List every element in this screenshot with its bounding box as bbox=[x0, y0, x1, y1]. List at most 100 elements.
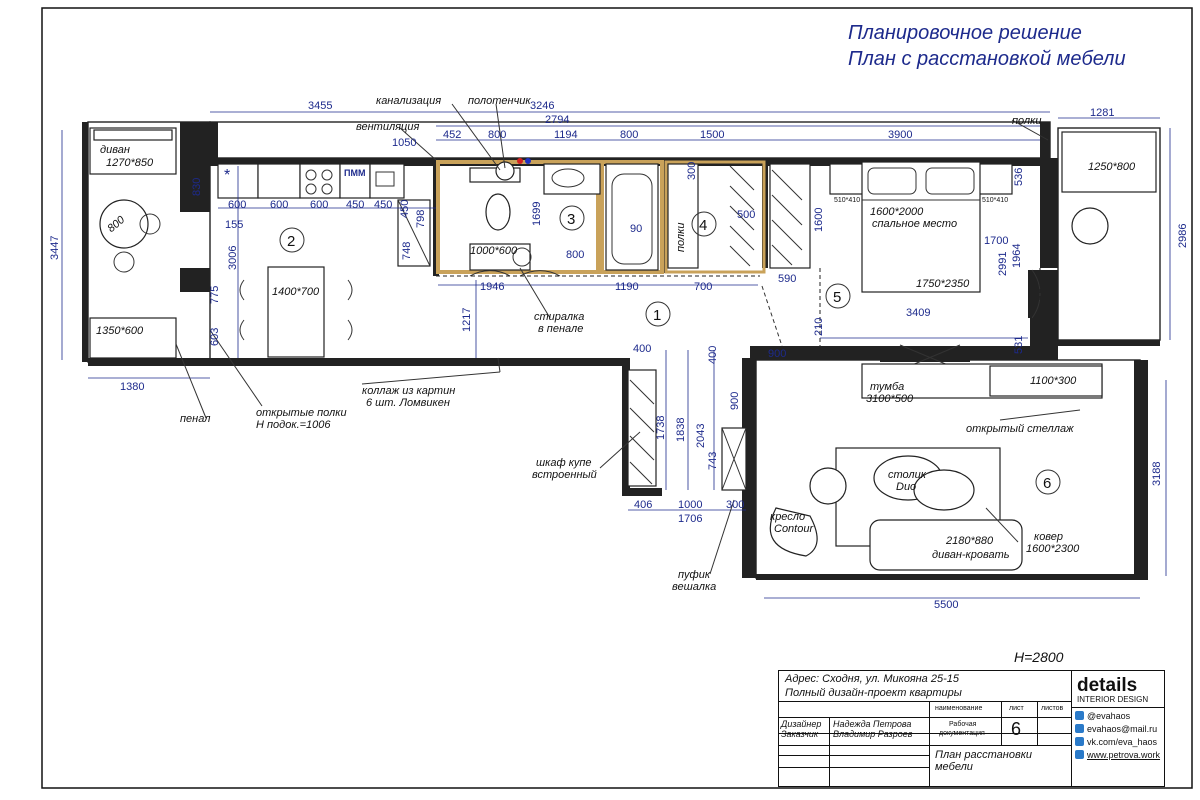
room-1: 1 bbox=[653, 307, 661, 324]
cooktop bbox=[299, 163, 341, 199]
dishwasher bbox=[339, 163, 371, 199]
dim-3006: 3006 bbox=[227, 246, 239, 270]
callout-open-shelves-1: открытые полки bbox=[256, 407, 347, 419]
stamp-sheet-title-2: мебели bbox=[935, 761, 973, 773]
dim-k450a: 450 bbox=[346, 199, 364, 211]
dashed-lines bbox=[209, 212, 1041, 346]
callout-kollazh-2: 6 шт. Ломвикен bbox=[366, 397, 450, 409]
dim-300b: 300 bbox=[726, 499, 744, 511]
room-4: 4 bbox=[699, 217, 707, 234]
dim-1194: 1194 bbox=[554, 129, 578, 141]
stamp-customer-role: Заказчик bbox=[781, 729, 819, 739]
callout-rack-size: 1100*300 bbox=[1030, 375, 1077, 387]
callout-stiralka-2: в пенале bbox=[538, 323, 583, 335]
dimension-lines bbox=[61, 103, 1171, 599]
dim-800a: 800 bbox=[488, 129, 506, 141]
label-k748: 748 bbox=[401, 242, 413, 260]
dim-900b: 900 bbox=[729, 392, 741, 410]
sofa-bed bbox=[869, 519, 1023, 571]
dim-800c: 800 bbox=[566, 249, 584, 261]
height-note: H=2800 bbox=[1014, 649, 1064, 665]
dim-300: 300 bbox=[686, 162, 698, 180]
desk-chair bbox=[1071, 207, 1109, 245]
label-closet-shelves: полки bbox=[675, 223, 687, 252]
callout-kovr-2: 1600*2300 bbox=[1026, 543, 1080, 555]
room-5: 5 bbox=[833, 289, 841, 306]
open-rack bbox=[989, 365, 1103, 397]
dim-1699: 1699 bbox=[531, 202, 543, 226]
sink bbox=[369, 163, 405, 199]
dim-800b: 800 bbox=[620, 129, 638, 141]
dim-1217: 1217 bbox=[461, 308, 473, 332]
nightstand-right bbox=[977, 163, 1013, 195]
dim-1706: 1706 bbox=[678, 513, 702, 525]
telegram-icon bbox=[1075, 711, 1084, 720]
callout-kreslo-2: Contour bbox=[774, 523, 814, 535]
dim-5500: 5500 bbox=[934, 599, 958, 611]
stamp-doc-type-1: Рабочая bbox=[949, 721, 977, 728]
dim-900a: 900 bbox=[768, 348, 786, 360]
label-bed-size: 1600*2000 bbox=[870, 206, 924, 218]
dimension-labels: 3455 3246 2794 452 800 1194 800 1500 390… bbox=[49, 100, 1189, 611]
dim-830: 830 bbox=[191, 178, 203, 196]
callout-wardrobe-1: шкаф купе bbox=[536, 457, 592, 469]
dim-1500: 1500 bbox=[700, 129, 724, 141]
mail-icon bbox=[1075, 724, 1084, 733]
contact-web: www.petrova.work bbox=[1075, 750, 1160, 760]
dim-1838: 1838 bbox=[675, 418, 687, 442]
dim-90: 90 bbox=[630, 223, 642, 235]
dim-1380: 1380 bbox=[120, 381, 144, 393]
dim-775: 775 bbox=[209, 286, 221, 304]
title-block: Адрес: Сходня, ул. Микояна 25-15 Полный … bbox=[778, 670, 1165, 787]
dim-406: 406 bbox=[634, 499, 652, 511]
dim-536: 536 bbox=[1013, 168, 1025, 186]
callout-polotenchik: полотенчик bbox=[468, 95, 531, 107]
room-numbers: 1 2 3 4 5 6 bbox=[279, 205, 1061, 495]
dim-k600a: 600 bbox=[228, 199, 246, 211]
label-bench-size: 1350*600 bbox=[96, 325, 144, 337]
stamp-naimenovanie: наименование bbox=[935, 705, 983, 712]
dim-700: 700 bbox=[694, 281, 712, 293]
dim-400b: 400 bbox=[707, 346, 719, 364]
stamp-designer-name: Надежда Петрова bbox=[833, 719, 912, 729]
label-sofa: диван bbox=[100, 144, 130, 156]
dim-155: 155 bbox=[225, 219, 243, 231]
callout-ventilyatsiya: вентиляция bbox=[356, 121, 419, 133]
bed bbox=[861, 161, 981, 293]
label-nightstand-left: 510*410 bbox=[834, 197, 860, 204]
stamp-customer-name: Владимир Разроев bbox=[833, 729, 913, 739]
callouts: канализация полотенчик вентиляция полки … bbox=[180, 95, 1080, 593]
callout-sofabed-2: диван-кровать bbox=[932, 549, 1010, 561]
callout-tumba-1: тумба bbox=[870, 381, 904, 393]
stamp-list: лист bbox=[1009, 705, 1024, 712]
label-washer-size: 1000*600 bbox=[470, 245, 518, 257]
label-asterisk: * bbox=[224, 167, 230, 184]
callout-stolik-2: Duo bbox=[896, 481, 916, 493]
callout-open-rack: открытый стеллаж bbox=[966, 423, 1074, 435]
label-sofa-size: 1270*850 bbox=[106, 157, 154, 169]
room-2: 2 bbox=[287, 233, 295, 250]
label-k450: 450 bbox=[399, 200, 411, 218]
label-pmm: ПММ bbox=[344, 168, 365, 178]
callout-stolik-1: столик bbox=[888, 469, 927, 481]
title-line-1: Планировочное решение bbox=[848, 22, 1082, 44]
callout-kreslo-1: кресло bbox=[770, 511, 805, 523]
dim-531: 531 bbox=[1013, 336, 1025, 354]
dim-1700: 1700 bbox=[984, 235, 1008, 247]
stamp-address: Адрес: Сходня, ул. Микояна 25-15 bbox=[785, 673, 959, 685]
callout-open-shelves-2: Н подок.=1006 bbox=[256, 419, 331, 431]
stamp-sheet-title-1: План расстановки bbox=[935, 749, 1033, 761]
dim-3409: 3409 bbox=[906, 307, 930, 319]
round-table bbox=[99, 199, 149, 249]
label-desk-size: 1250*800 bbox=[1088, 161, 1136, 173]
label-mattress-size: 1750*2350 bbox=[916, 278, 970, 290]
dim-210: 210 bbox=[813, 318, 825, 336]
callout-kovr-1: ковер bbox=[1034, 531, 1063, 543]
callout-pufik-1: пуфик bbox=[678, 569, 711, 581]
toilet bbox=[485, 193, 511, 231]
dim-1600: 1600 bbox=[813, 208, 825, 232]
stamp-logo-2: INTERIOR DESIGN bbox=[1077, 695, 1149, 704]
wardrobe bbox=[769, 163, 811, 269]
